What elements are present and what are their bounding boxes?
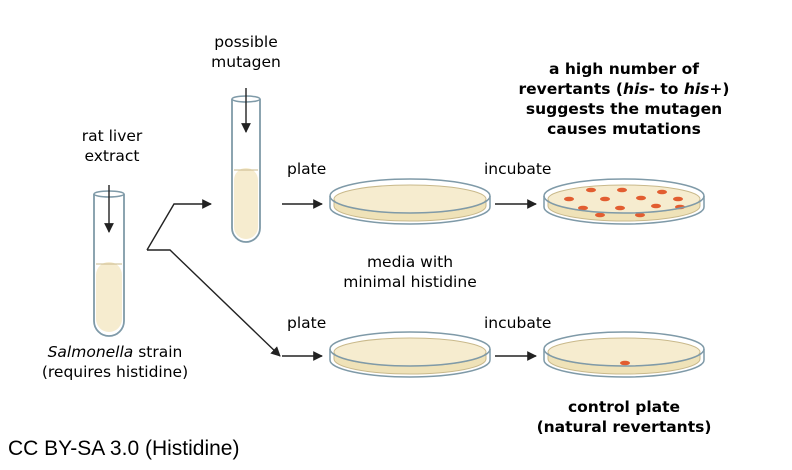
high-revertants-label: a high number of revertants (his- to his… (514, 59, 734, 139)
colony (600, 196, 610, 202)
colony (586, 187, 596, 193)
strain-requirement: (requires histidine) (41, 363, 189, 381)
branch-arrow-bottom (147, 249, 281, 357)
possible-mutagen-line-1: possible (214, 33, 278, 51)
colony (615, 205, 625, 211)
strain-tube-medium (96, 262, 122, 332)
plate-label-top: plate (287, 160, 327, 178)
incubate-label-bottom: incubate (484, 314, 552, 332)
control-line-1: control plate (567, 398, 681, 416)
media-line-2: minimal histidine (343, 273, 477, 291)
media-line-1: media with (366, 253, 454, 271)
high-revertants-line-3: suggests the mutagen (525, 100, 723, 118)
colony (595, 212, 605, 218)
his-plus: his (683, 80, 710, 98)
colony (673, 196, 683, 202)
high-revertants-line-1: a high number of (549, 60, 699, 78)
revertant-colonies-many (564, 187, 685, 218)
colony (651, 203, 661, 209)
high-revertants-line-4: causes mutations (547, 120, 701, 138)
possible-mutagen-label: possible mutagen (196, 32, 296, 72)
possible-mutagen-line-2: mutagen (211, 53, 281, 71)
strain-label: Salmonella strain (requires histidine) (20, 342, 210, 382)
colony (564, 196, 574, 202)
media-label: media with minimal histidine (320, 252, 500, 292)
rat-liver-extract-label: rat liver extract (62, 126, 162, 166)
mutagen-test-tube (231, 95, 261, 243)
plate-label-bottom: plate (287, 314, 327, 332)
strain-name: Salmonella (47, 343, 134, 361)
petri-dish-bottom-middle (329, 331, 491, 378)
mutagen-tube-medium (234, 168, 258, 239)
branch-arrow-top (146, 199, 212, 251)
colony (578, 205, 588, 211)
control-line-2: (natural revertants) (536, 418, 712, 436)
petri-dish-top-middle (329, 178, 491, 225)
petri-dish-top-right (543, 178, 705, 225)
his-minus: his (622, 80, 649, 98)
colony (617, 187, 627, 193)
petri-dish-bottom-right (543, 331, 705, 378)
control-colony (620, 360, 630, 366)
control-plate-label: control plate (natural revertants) (534, 397, 714, 437)
incubate-label-top: incubate (484, 160, 552, 178)
colony (657, 189, 667, 195)
strain-label-line-1: Salmonella strain (20, 342, 210, 362)
license-credit: CC BY-SA 3.0 (Histidine) (8, 437, 240, 460)
rat-liver-extract-line-2: extract (84, 147, 140, 165)
mutagen-tube-glass (231, 99, 261, 243)
colony (635, 212, 645, 218)
strain-suffix: strain (133, 343, 183, 361)
rat-liver-extract-line-1: rat liver (81, 127, 143, 145)
colony (636, 195, 646, 201)
strain-tube-glass (93, 194, 125, 337)
high-revertants-line-2: revertants (his- to his+) (518, 80, 730, 98)
